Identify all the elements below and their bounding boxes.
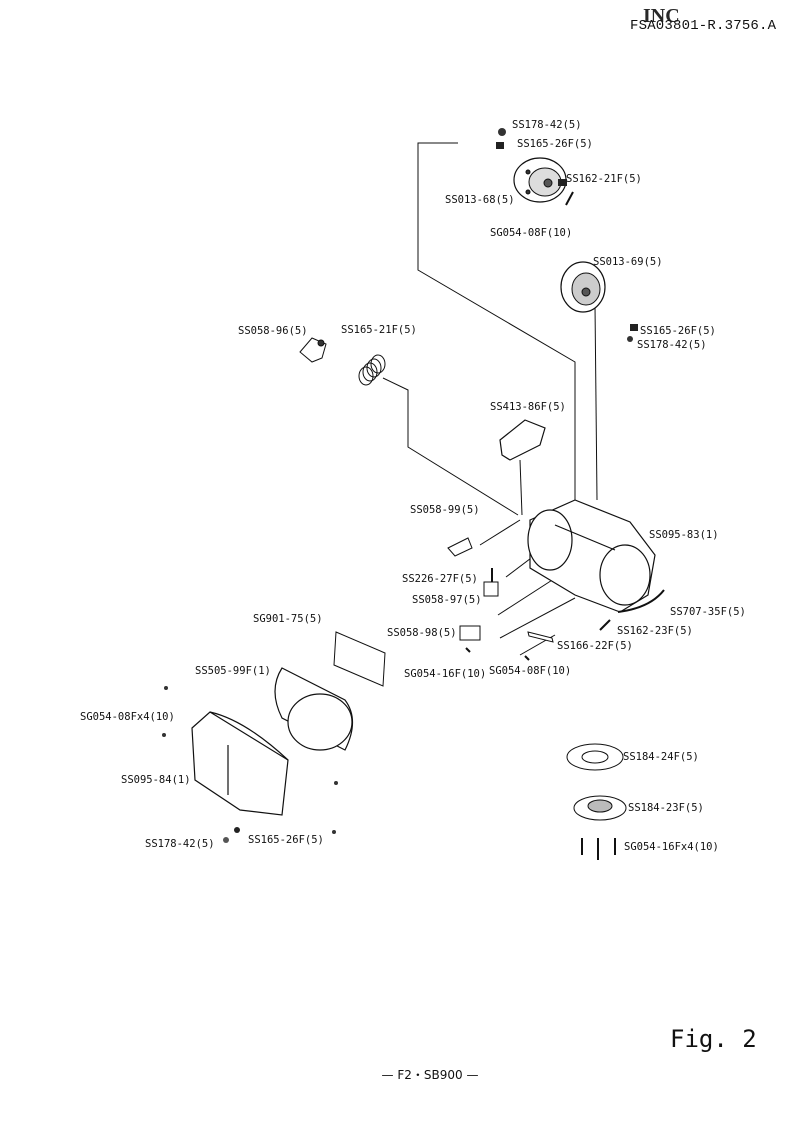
part-label: SG901-75(5) bbox=[253, 613, 323, 625]
spring-icon bbox=[496, 142, 504, 149]
part-label: SS165-26F(5) bbox=[640, 325, 716, 337]
leader-line bbox=[499, 597, 576, 639]
document-code: FSA03801-R.3756.A bbox=[630, 18, 777, 34]
part-label: SS165-21F(5) bbox=[341, 324, 417, 336]
screw-icon bbox=[164, 686, 168, 690]
screw-icon bbox=[599, 619, 611, 631]
part-label: SS162-21F(5) bbox=[566, 173, 642, 185]
clip-part bbox=[483, 581, 499, 597]
plate-part bbox=[527, 631, 554, 643]
cylinder-cover bbox=[274, 667, 354, 751]
part-label: SS095-84(1) bbox=[121, 774, 191, 786]
part-label: SS166-22F(5) bbox=[557, 640, 633, 652]
screw-icon bbox=[332, 830, 336, 834]
spring-icon bbox=[630, 324, 638, 331]
spring-icon bbox=[234, 827, 240, 833]
part-label: SS058-97(5) bbox=[412, 594, 482, 606]
page-footer: — F2・SB900 — bbox=[381, 1068, 479, 1082]
part-label: SS013-68(5) bbox=[445, 194, 515, 206]
part-label: SS707-35F(5) bbox=[670, 606, 746, 618]
leader-line bbox=[519, 459, 523, 516]
part-label: SG054-08F(10) bbox=[490, 227, 572, 239]
part-label: SS165-26F(5) bbox=[248, 834, 324, 846]
leader-line bbox=[382, 377, 519, 516]
leader-line bbox=[479, 519, 521, 546]
part-label: SS178-42(5) bbox=[145, 838, 215, 850]
clip-part bbox=[459, 625, 481, 641]
screw-icon bbox=[334, 781, 338, 785]
latch-part bbox=[299, 337, 327, 363]
part-label: SG054-08F(10) bbox=[489, 665, 571, 677]
part-label: SG054-08Fx4(10) bbox=[80, 711, 175, 723]
screw-icon bbox=[565, 191, 574, 206]
nut-icon bbox=[223, 837, 229, 843]
leader-line bbox=[594, 304, 598, 501]
base-gasket bbox=[566, 743, 624, 771]
part-label: SS165-26F(5) bbox=[517, 138, 593, 150]
end-cap-right bbox=[560, 261, 606, 313]
part-label: SS505-99F(1) bbox=[195, 665, 271, 677]
gasket-plate bbox=[499, 419, 546, 461]
part-label: SS162-23F(5) bbox=[617, 625, 693, 637]
part-label: SG054-16F(10) bbox=[404, 668, 486, 680]
figure-label: Fig. 2 bbox=[670, 1025, 757, 1053]
main-housing bbox=[527, 499, 656, 613]
screw-icon bbox=[524, 655, 530, 661]
screw-icon bbox=[465, 647, 471, 653]
part-label: SS058-98(5) bbox=[387, 627, 457, 639]
part-label: SS058-96(5) bbox=[238, 325, 308, 337]
leader-line bbox=[497, 574, 561, 616]
base-mount bbox=[573, 795, 627, 821]
spring-icon bbox=[558, 179, 567, 186]
part-label: SS178-42(5) bbox=[637, 339, 707, 351]
nut-icon bbox=[627, 336, 633, 342]
inc-stamp: INC bbox=[643, 5, 680, 27]
part-label: SS013-69(5) bbox=[593, 256, 663, 268]
part-label: SS184-23F(5) bbox=[628, 802, 704, 814]
end-cap-top bbox=[513, 157, 567, 203]
part-label: SS095-83(1) bbox=[649, 529, 719, 541]
bracket-part bbox=[447, 537, 473, 557]
screw-icon bbox=[162, 733, 166, 737]
part-label: SS226-27F(5) bbox=[402, 573, 478, 585]
cable-wire bbox=[617, 589, 665, 613]
leader-line bbox=[417, 142, 576, 515]
part-label: SS058-99(5) bbox=[410, 504, 480, 516]
lower-housing bbox=[191, 711, 289, 816]
part-label: SS413-86F(5) bbox=[490, 401, 566, 413]
part-label: SS178-42(5) bbox=[512, 119, 582, 131]
part-label: SS184-24F(5) bbox=[623, 751, 699, 763]
nut-icon bbox=[498, 128, 506, 136]
coil-spring bbox=[358, 354, 386, 386]
label-plate bbox=[333, 631, 386, 687]
part-label: SG054-16Fx4(10) bbox=[624, 841, 719, 853]
